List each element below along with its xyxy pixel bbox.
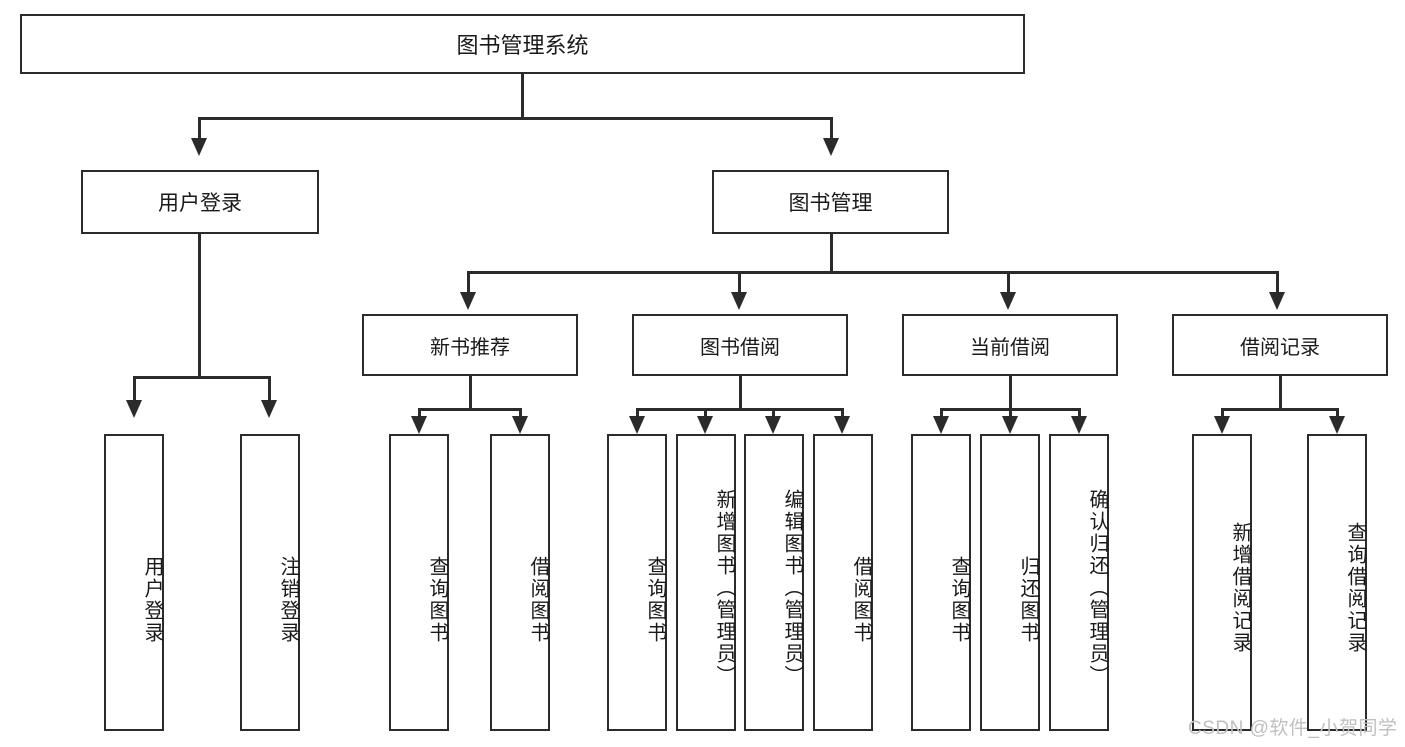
arrow-to-leaf-nbr-2 xyxy=(512,416,528,434)
connector-bb-drop-4 xyxy=(841,408,844,422)
node-label: 新书推荐 xyxy=(430,336,510,359)
arrow-to-leaf-bb-3 xyxy=(765,416,781,434)
connector-bb-stem xyxy=(739,376,742,409)
node-label: 图书借阅 xyxy=(700,336,780,359)
arrow-to-leaf-br-2 xyxy=(1329,416,1345,434)
node-label: 查询图书 xyxy=(426,555,448,644)
connector-nbr-bus xyxy=(418,408,522,411)
node-label: 查询图书 xyxy=(948,555,970,644)
connector-root-to-book-manage xyxy=(830,117,833,143)
node-user-login[interactable]: 用户登录 xyxy=(81,170,319,234)
node-label: 新增图书（管理员） xyxy=(713,488,735,687)
connector-cb-drop-1 xyxy=(940,408,943,422)
node-label: 确认归还（管理员） xyxy=(1086,488,1108,687)
connector-root-bus xyxy=(198,117,833,120)
connector-book-manage-bus xyxy=(467,271,1279,274)
connector-user-login-right-drop xyxy=(268,376,271,404)
connector-user-login-bus xyxy=(133,376,271,379)
node-label: 归还图书 xyxy=(1017,555,1039,644)
connector-user-login-stem xyxy=(198,234,201,378)
connector-cb-drop-3 xyxy=(1078,408,1081,422)
node-label: 图书管理系统 xyxy=(456,33,589,58)
arrow-to-leaf-cb-1 xyxy=(933,416,949,434)
arrow-to-leaf-nbr-1 xyxy=(411,416,427,434)
arrow-to-leaf-cb-2 xyxy=(1002,416,1018,434)
connector-nbr-drop-2 xyxy=(519,408,522,422)
arrow-to-leaf-br-1 xyxy=(1214,416,1230,434)
node-label: 新增借阅记录 xyxy=(1229,521,1251,654)
node-label: 借阅图书 xyxy=(850,555,872,644)
node-label: 借阅记录 xyxy=(1240,336,1320,359)
arrow-to-leaf-user-login xyxy=(126,400,142,418)
connector-nbr-stem xyxy=(469,376,472,409)
connector-bb-drop-1 xyxy=(636,408,639,422)
node-label: 借阅图书 xyxy=(527,555,549,644)
leaf-nbr-query-book[interactable]: 查询图书 xyxy=(389,434,449,731)
node-label: 图书管理 xyxy=(788,192,873,215)
arrow-to-leaf-bb-4 xyxy=(834,416,850,434)
arrow-to-borrow-record xyxy=(1269,292,1285,310)
connector-cb-stem xyxy=(1009,376,1012,409)
connector-cb-drop-2 xyxy=(1009,408,1012,422)
connector-root-stem xyxy=(521,74,524,118)
watermark-credit: CSDN @软件_小贺同学 xyxy=(1188,718,1398,739)
connector-book-manage-stem xyxy=(830,234,833,272)
leaf-bb-borrow-book[interactable]: 借阅图书 xyxy=(813,434,873,731)
arrow-to-leaf-bb-1 xyxy=(629,416,645,434)
connector-bb-bus xyxy=(636,408,844,411)
connector-bm-drop-3 xyxy=(1007,271,1010,297)
leaf-nbr-borrow-book[interactable]: 借阅图书 xyxy=(490,434,550,731)
node-root-system[interactable]: 图书管理系统 xyxy=(20,14,1025,74)
leaf-logout[interactable]: 注销登录 xyxy=(240,434,300,731)
node-label: 用户登录 xyxy=(141,555,163,644)
node-current-borrow[interactable]: 当前借阅 xyxy=(902,314,1118,376)
connector-user-login-left-drop xyxy=(133,376,136,404)
arrow-to-book-borrow xyxy=(731,292,747,310)
node-label: 编辑图书（管理员） xyxy=(781,488,803,687)
node-borrow-record[interactable]: 借阅记录 xyxy=(1172,314,1388,376)
leaf-bb-query-book[interactable]: 查询图书 xyxy=(607,434,667,731)
node-new-book-recommend[interactable]: 新书推荐 xyxy=(362,314,578,376)
arrow-to-new-book-recommend xyxy=(460,292,476,310)
connector-br-drop-1 xyxy=(1221,408,1224,422)
node-label: 用户登录 xyxy=(158,192,242,215)
connector-root-to-user-login xyxy=(198,117,201,143)
leaf-bb-add-book-admin[interactable]: 新增图书（管理员） xyxy=(676,434,736,731)
leaf-cb-query-book[interactable]: 查询图书 xyxy=(911,434,971,731)
connector-bb-drop-3 xyxy=(772,408,775,422)
connector-bm-drop-1 xyxy=(467,271,470,297)
arrow-to-leaf-logout xyxy=(261,400,277,418)
node-label: 查询借阅记录 xyxy=(1344,521,1366,654)
arrow-to-user-login xyxy=(191,138,207,156)
arrow-to-leaf-bb-2 xyxy=(697,416,713,434)
leaf-br-add-record[interactable]: 新增借阅记录 xyxy=(1192,434,1252,731)
node-label: 当前借阅 xyxy=(970,336,1050,359)
connector-br-drop-2 xyxy=(1336,408,1339,422)
leaf-cb-confirm-return-admin[interactable]: 确认归还（管理员） xyxy=(1049,434,1109,731)
node-book-management[interactable]: 图书管理 xyxy=(712,170,949,234)
leaf-bb-edit-book-admin[interactable]: 编辑图书（管理员） xyxy=(744,434,804,731)
connector-nbr-drop-1 xyxy=(418,408,421,422)
connector-br-bus xyxy=(1221,408,1339,411)
connector-br-stem xyxy=(1279,376,1282,409)
node-book-borrow[interactable]: 图书借阅 xyxy=(632,314,848,376)
leaf-cb-return-book[interactable]: 归还图书 xyxy=(980,434,1040,731)
node-label: 查询图书 xyxy=(644,555,666,644)
connector-bb-drop-2 xyxy=(704,408,707,422)
arrow-to-book-manage xyxy=(823,138,839,156)
arrow-to-current-borrow xyxy=(1000,292,1016,310)
node-label: 注销登录 xyxy=(277,555,299,644)
connector-bm-drop-4 xyxy=(1276,271,1279,297)
leaf-br-query-record[interactable]: 查询借阅记录 xyxy=(1307,434,1367,731)
arrow-to-leaf-cb-3 xyxy=(1071,416,1087,434)
connector-bm-drop-2 xyxy=(738,271,741,297)
leaf-user-login[interactable]: 用户登录 xyxy=(104,434,164,731)
